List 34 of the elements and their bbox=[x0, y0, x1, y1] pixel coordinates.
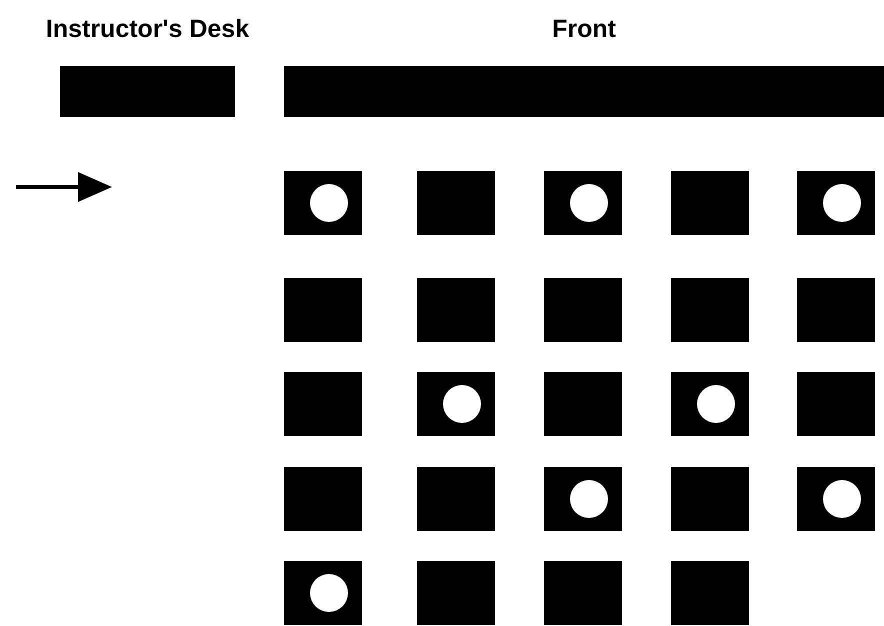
seat-block bbox=[671, 467, 749, 531]
occupied-dot bbox=[697, 385, 735, 423]
seat-block bbox=[671, 372, 749, 436]
seat-block bbox=[284, 171, 362, 235]
seat-block bbox=[544, 561, 622, 625]
occupied-dot bbox=[443, 385, 481, 423]
seat-block bbox=[671, 171, 749, 235]
seat-block bbox=[671, 561, 749, 625]
occupied-dot bbox=[823, 184, 861, 222]
seat-block bbox=[417, 171, 495, 235]
front-label: Front bbox=[552, 15, 616, 44]
seat-block bbox=[284, 467, 362, 531]
seat-block bbox=[797, 171, 875, 235]
seat-block bbox=[417, 372, 495, 436]
desk-label: Instructor's Desk bbox=[46, 15, 250, 44]
seat-block bbox=[797, 467, 875, 531]
seat-block bbox=[544, 372, 622, 436]
seat-block bbox=[797, 278, 875, 342]
seat-block bbox=[417, 467, 495, 531]
seat-block bbox=[797, 372, 875, 436]
seat-block bbox=[544, 467, 622, 531]
seat-block bbox=[544, 171, 622, 235]
seat-block bbox=[417, 561, 495, 625]
seat-block bbox=[671, 278, 749, 342]
seat-block bbox=[417, 278, 495, 342]
occupied-dot bbox=[310, 574, 348, 612]
seat-block bbox=[544, 278, 622, 342]
occupied-dot bbox=[823, 480, 861, 518]
seat-block bbox=[284, 278, 362, 342]
occupied-dot bbox=[570, 184, 608, 222]
seat-block bbox=[284, 561, 362, 625]
occupied-dot bbox=[310, 184, 348, 222]
occupied-dot bbox=[570, 480, 608, 518]
seat-block bbox=[284, 372, 362, 436]
